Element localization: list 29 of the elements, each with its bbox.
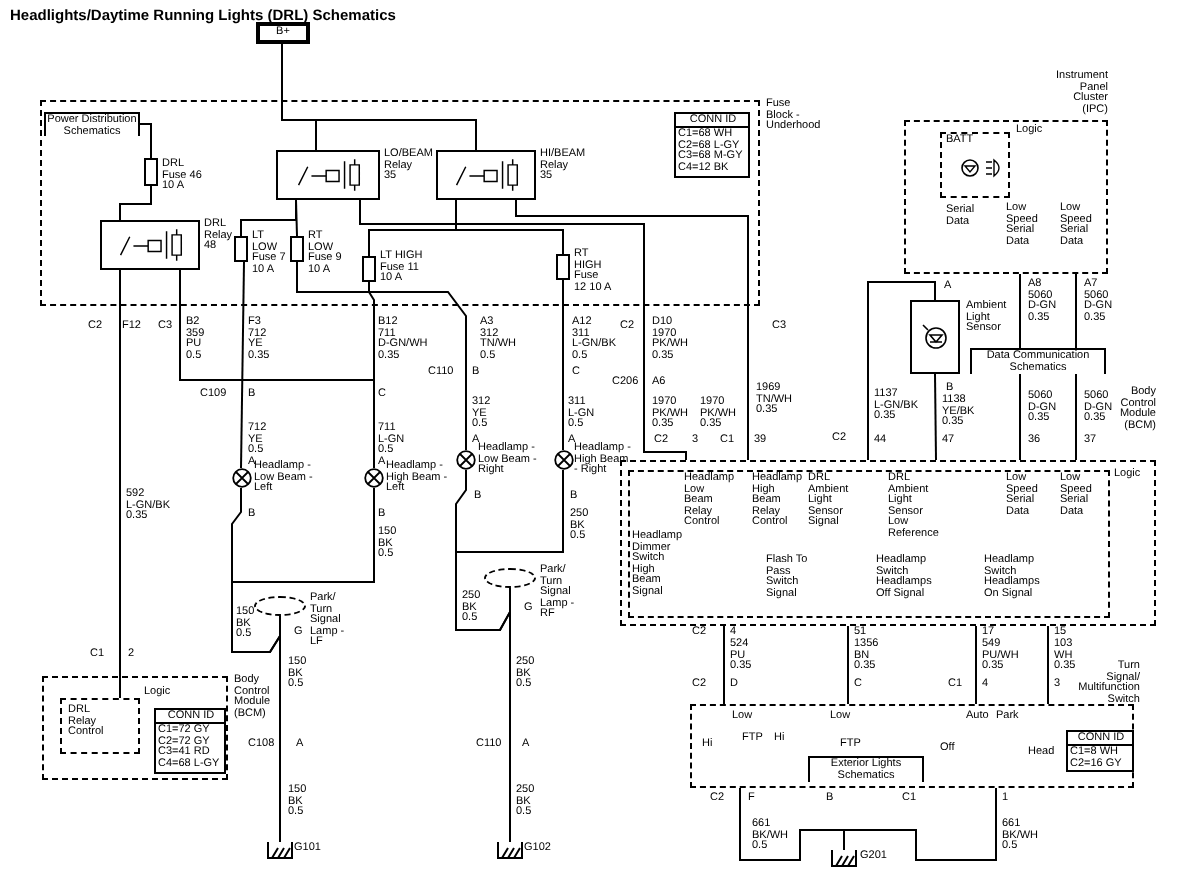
wire [1019, 373, 1021, 461]
wire [279, 615, 281, 843]
wire [843, 787, 997, 861]
wire [240, 261, 245, 469]
wire [975, 625, 977, 705]
connector-table [154, 708, 226, 774]
wire [119, 185, 152, 221]
wire [295, 199, 298, 237]
wire [509, 587, 511, 843]
wire [119, 269, 121, 699]
wire [723, 625, 725, 705]
connector-table [674, 112, 750, 178]
wire [1047, 625, 1049, 705]
wire [515, 199, 749, 461]
wire [1075, 373, 1077, 461]
wire [359, 199, 687, 461]
wire [867, 281, 936, 461]
wire [1019, 273, 1021, 349]
wire [934, 373, 937, 461]
wire [739, 787, 845, 861]
wire [562, 279, 564, 451]
wire [296, 261, 467, 451]
wire [455, 199, 564, 255]
wire [847, 625, 849, 705]
wire [139, 123, 152, 159]
wire [179, 269, 375, 469]
wire [281, 43, 477, 151]
connector-table [1066, 730, 1134, 772]
wire [1075, 273, 1077, 349]
